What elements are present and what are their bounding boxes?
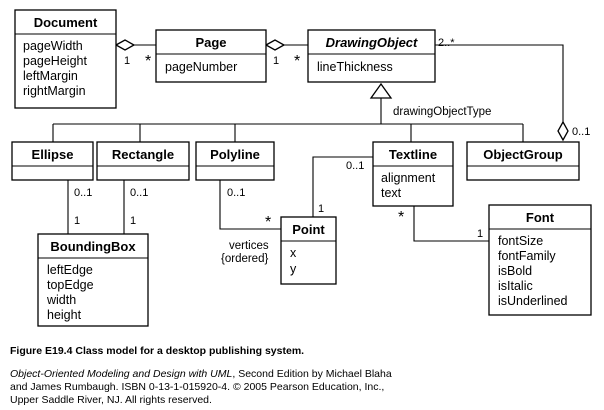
- multiplicity-label: 0..1: [572, 126, 590, 138]
- class-name: Point: [292, 222, 325, 237]
- multiplicity-labels: 1 * 1 * 2..* 0..1 0..1 1 0..1 1 0..1 * 0…: [74, 37, 590, 240]
- class-bounding-box[interactable]: BoundingBox leftEdge topEdge width heigh…: [37, 233, 149, 327]
- multiplicity-label: 0..1: [346, 160, 364, 172]
- class-name: Page: [195, 35, 226, 50]
- attribute: pageNumber: [165, 60, 237, 74]
- text-point-link: [312, 156, 373, 217]
- attribute: isItalic: [498, 279, 533, 293]
- doc-page-aggregation-diamond: [114, 39, 136, 51]
- multiplicity-label: *: [294, 53, 300, 70]
- class-name: Font: [526, 210, 555, 225]
- attribute: text: [381, 186, 402, 200]
- attribute: leftEdge: [47, 263, 93, 277]
- credit-rest: , Second Edition by Michael Blaha: [232, 368, 392, 380]
- text-font-link: [413, 206, 489, 242]
- attribute: isUnderlined: [498, 294, 568, 308]
- class-textline[interactable]: Textline alignment text: [372, 141, 454, 207]
- group-aggregation-diamond: [557, 120, 569, 142]
- attribute: y: [290, 262, 297, 276]
- generalization-triangle: [369, 82, 393, 99]
- attribute: alignment: [381, 171, 436, 185]
- multiplicity-label: 0..1: [74, 187, 92, 199]
- multiplicity-label: 1: [477, 228, 483, 240]
- class-point[interactable]: Point x y: [280, 216, 337, 285]
- class-name: Document: [34, 15, 98, 30]
- class-document[interactable]: Document pageWidth pageHeight leftMargin…: [14, 9, 117, 109]
- discriminator-label: drawingObjectType: [393, 106, 491, 118]
- multiplicity-label: 1: [124, 55, 130, 67]
- class-name: BoundingBox: [50, 239, 136, 254]
- class-rectangle[interactable]: Rectangle: [96, 141, 190, 181]
- figure-caption: Figure E19.4 Class model for a desktop p…: [10, 345, 392, 406]
- credit-line-2: and James Rumbaugh. ISBN 0-13-1-015920-4…: [10, 381, 384, 393]
- ordered-constraint: {ordered}: [221, 253, 268, 265]
- class-page[interactable]: Page pageNumber: [155, 29, 267, 83]
- multiplicity-label: 1: [74, 215, 80, 227]
- attribute: width: [46, 293, 76, 307]
- credit-line-1: Object-Oriented Modeling and Design with…: [10, 368, 392, 380]
- role-label-vertices: vertices: [229, 240, 269, 252]
- draw-group-link: [435, 44, 564, 122]
- book-title: Object-Oriented Modeling and Design with…: [10, 368, 233, 380]
- multiplicity-label: 1: [318, 203, 324, 215]
- attribute: isBold: [498, 264, 532, 278]
- multiplicity-label: 2..*: [438, 37, 455, 49]
- class-name: Polyline: [210, 147, 260, 162]
- multiplicity-label: 0..1: [227, 187, 245, 199]
- class-name: Ellipse: [32, 147, 74, 162]
- multiplicity-label: *: [265, 214, 271, 231]
- credit-line-3: Upper Saddle River, NJ. All rights reser…: [10, 394, 212, 406]
- attribute: pageHeight: [23, 54, 87, 68]
- attribute: rightMargin: [23, 84, 86, 98]
- multiplicity-label: 1: [273, 55, 279, 67]
- caption-text: Figure E19.4 Class model for a desktop p…: [10, 345, 304, 357]
- attribute: fontFamily: [498, 249, 556, 263]
- class-name: DrawingObject: [326, 35, 418, 50]
- multiplicity-label: 1: [130, 215, 136, 227]
- attribute: topEdge: [47, 278, 94, 292]
- attribute: height: [47, 308, 82, 322]
- class-drawing-object[interactable]: DrawingObject lineThickness: [307, 29, 436, 83]
- poly-point-link: [219, 180, 281, 230]
- attribute: lineThickness: [317, 60, 393, 74]
- class-polyline[interactable]: Polyline: [195, 141, 275, 181]
- attribute: x: [290, 246, 297, 260]
- class-name: ObjectGroup: [483, 147, 563, 162]
- class-name: Rectangle: [112, 147, 174, 162]
- multiplicity-label: *: [145, 53, 151, 70]
- attribute: pageWidth: [23, 39, 83, 53]
- connectors: [52, 39, 569, 242]
- multiplicity-label: 0..1: [130, 187, 148, 199]
- attribute: fontSize: [498, 234, 543, 248]
- page-draw-aggregation-diamond: [264, 39, 286, 51]
- class-object-group[interactable]: ObjectGroup: [466, 141, 580, 181]
- class-name: Textline: [389, 147, 437, 162]
- attribute: leftMargin: [23, 69, 78, 83]
- class-ellipse[interactable]: Ellipse: [11, 141, 94, 181]
- role-labels: drawingObjectType vertices {ordered}: [221, 106, 491, 265]
- class-font[interactable]: Font fontSize fontFamily isBold isItalic…: [488, 204, 592, 316]
- multiplicity-label: *: [398, 209, 404, 226]
